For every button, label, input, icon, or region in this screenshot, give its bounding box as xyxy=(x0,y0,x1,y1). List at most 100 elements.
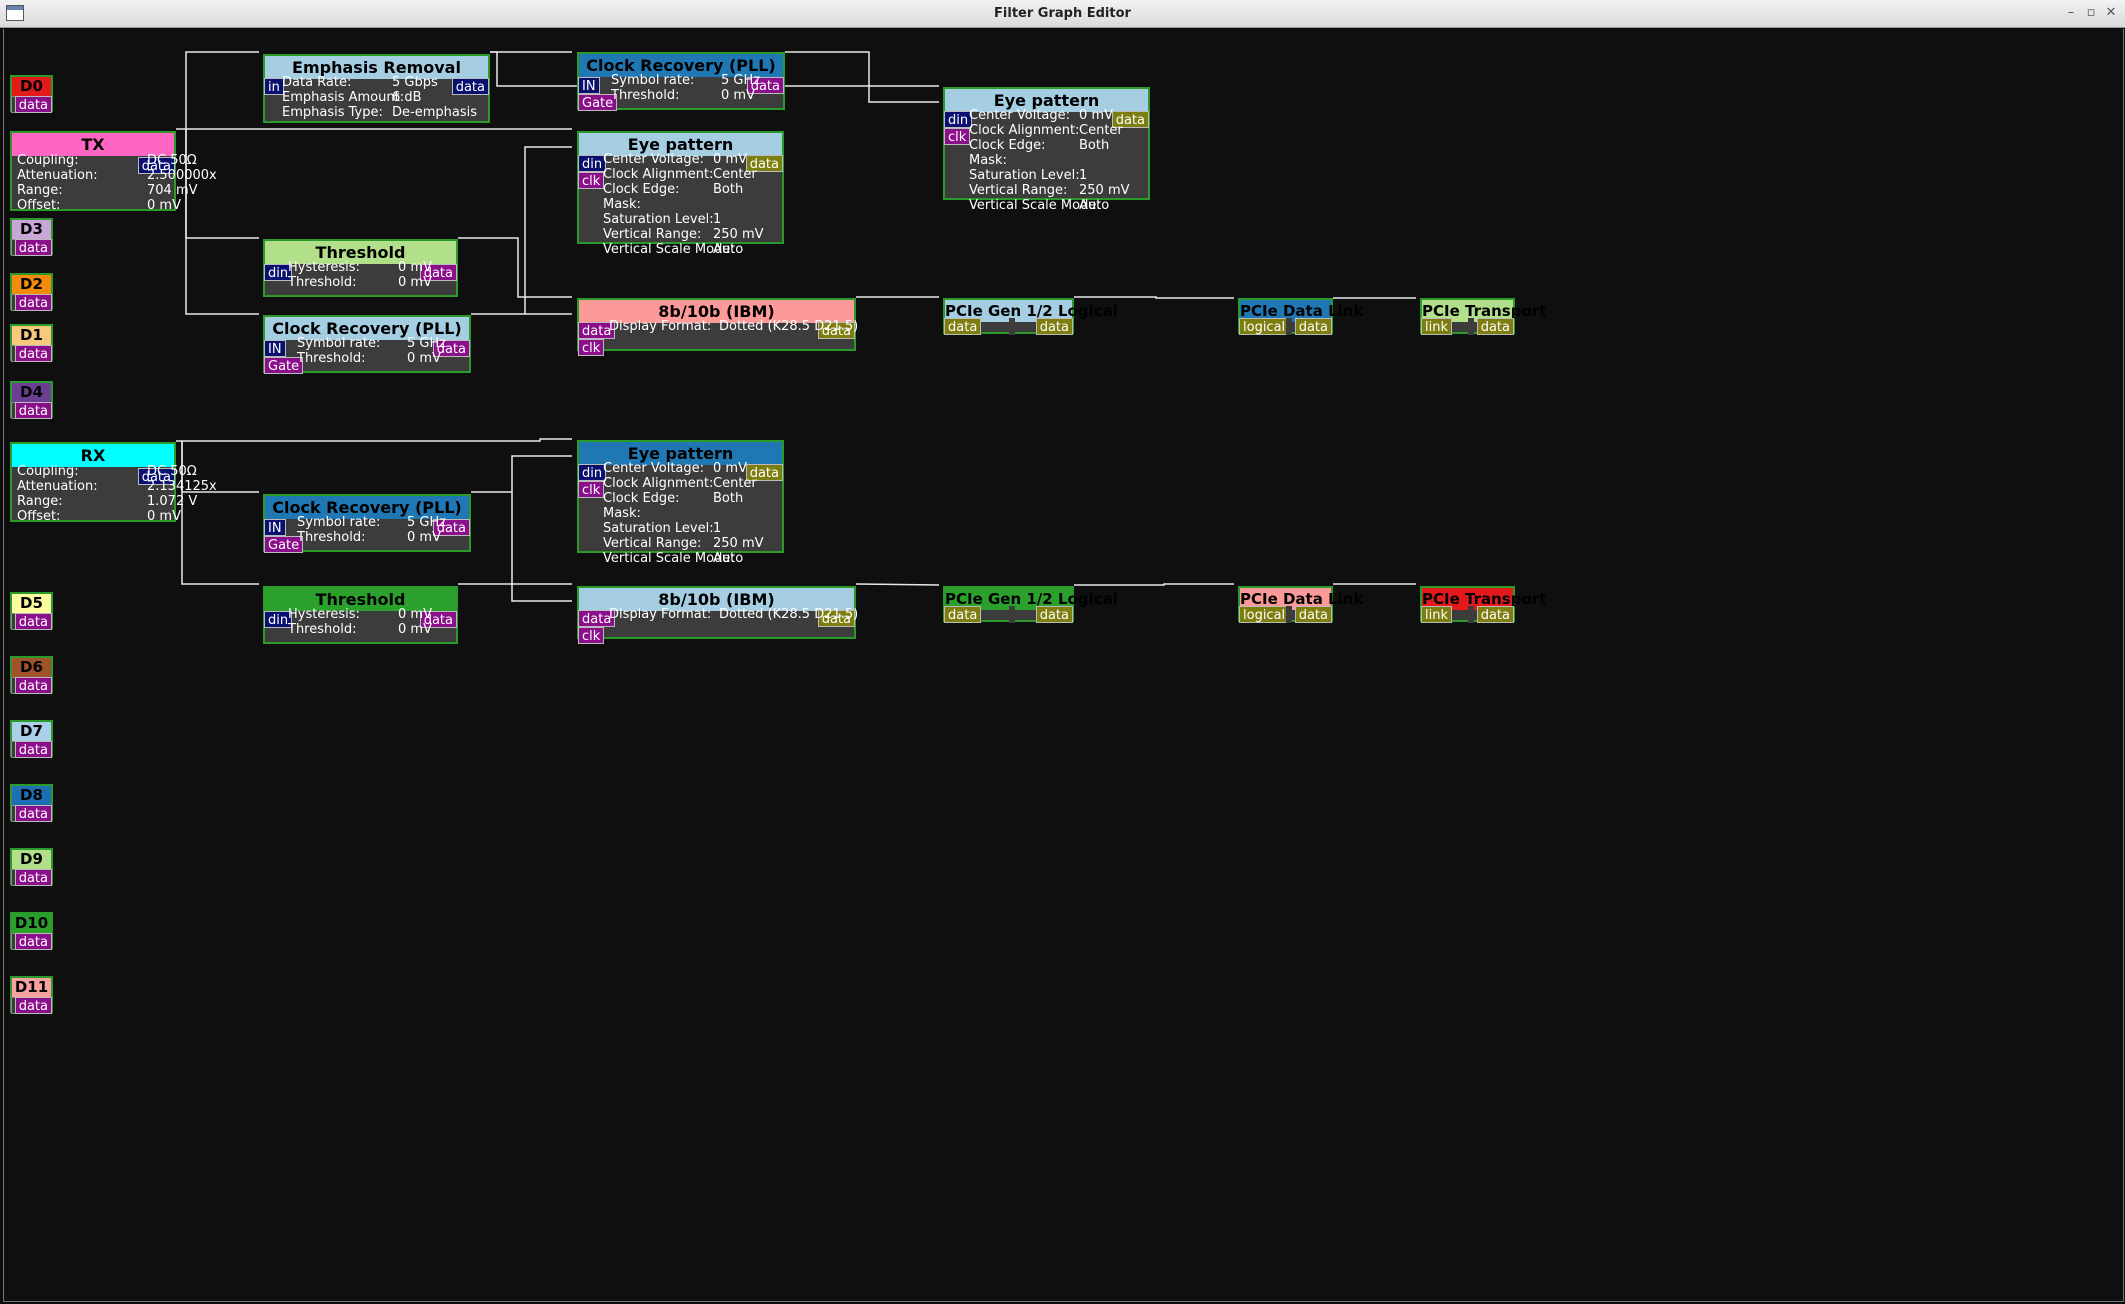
port-out-data[interactable]: data xyxy=(1294,606,1332,623)
node-title: 8b/10b (IBM) xyxy=(579,300,854,323)
port-in-in[interactable]: IN xyxy=(264,519,286,536)
port-in-clk[interactable]: clk xyxy=(578,627,605,644)
port-in-clk[interactable]: clk xyxy=(944,128,971,145)
port-in-in[interactable]: in xyxy=(264,78,284,95)
port-out-data[interactable]: data xyxy=(817,610,855,627)
port-in-din[interactable]: din xyxy=(578,464,607,481)
port-in-clk[interactable]: clk xyxy=(578,339,605,356)
maximize-icon[interactable]: ▫ xyxy=(2086,5,2096,20)
port-out-data[interactable]: data xyxy=(14,345,52,362)
port-in-data[interactable]: data xyxy=(578,610,616,627)
port-in-link[interactable]: link xyxy=(1421,318,1452,335)
port-out-data[interactable]: data xyxy=(14,869,52,886)
port-in-clk[interactable]: clk xyxy=(578,481,605,498)
port-in-link[interactable]: link xyxy=(1421,606,1452,623)
port-in-logical[interactable]: logical xyxy=(1239,606,1290,623)
port-out-data[interactable]: data xyxy=(1035,318,1073,335)
param-value: 0 mV xyxy=(713,152,747,167)
wire-layer xyxy=(176,51,1416,602)
port-out-data[interactable]: data xyxy=(419,264,457,281)
port-in-data[interactable]: data xyxy=(578,322,616,339)
port-out-data[interactable]: data xyxy=(746,77,784,94)
port-in-data[interactable]: data xyxy=(944,318,982,335)
port-in-logical[interactable]: logical xyxy=(1239,318,1290,335)
port-in-clk[interactable]: clk xyxy=(578,172,605,189)
minimize-icon[interactable]: – xyxy=(2067,5,2075,20)
port-out-data[interactable]: data xyxy=(14,805,52,822)
port-out-data[interactable]: data xyxy=(137,157,175,174)
port-in-gate[interactable]: Gate xyxy=(578,94,618,111)
port-out-data[interactable]: data xyxy=(14,933,52,950)
port-in-din[interactable]: din xyxy=(264,264,293,281)
param-row: Emphasis Type:De-emphasis xyxy=(282,105,477,120)
port-out-data[interactable]: data xyxy=(432,340,470,357)
port-out-data[interactable]: data xyxy=(14,741,52,758)
port-out-data[interactable]: data xyxy=(14,677,52,694)
port-out-data[interactable]: data xyxy=(1294,318,1332,335)
port-in-in[interactable]: IN xyxy=(264,340,286,357)
port-out-data[interactable]: data xyxy=(1476,606,1514,623)
port-out-data[interactable]: data xyxy=(745,155,783,172)
port-in-in[interactable]: IN xyxy=(578,77,600,94)
port-out-data[interactable]: data xyxy=(14,402,52,419)
port-out-data[interactable]: data xyxy=(1111,111,1149,128)
port-out-data[interactable]: data xyxy=(745,464,783,481)
port-out-data[interactable]: data xyxy=(14,613,52,630)
param-row: Center Voltage:0 mV xyxy=(603,461,764,476)
port-out-data[interactable]: data xyxy=(14,96,52,113)
param-row: Clock Alignment:Center xyxy=(969,123,1130,138)
port-out-data[interactable]: data xyxy=(137,468,175,485)
port-out-data[interactable]: data xyxy=(451,78,489,95)
port-in-data[interactable]: data xyxy=(944,606,982,623)
port-out-data[interactable]: data xyxy=(14,239,52,256)
port-out-data[interactable]: data xyxy=(817,322,855,339)
port-out-data[interactable]: data xyxy=(14,294,52,311)
port-in-gate[interactable]: Gate xyxy=(264,357,304,374)
param-row: Offset:0 mV xyxy=(17,509,217,524)
port-in-gate[interactable]: Gate xyxy=(264,536,304,553)
close-icon[interactable]: ✕ xyxy=(2105,5,2117,20)
port-out-data[interactable]: data xyxy=(14,997,52,1014)
port-out-data[interactable]: data xyxy=(419,611,457,628)
port-in-din[interactable]: din xyxy=(578,155,607,172)
port-in-din[interactable]: din xyxy=(264,611,293,628)
port-out-data[interactable]: data xyxy=(1035,606,1073,623)
port-out-data[interactable]: data xyxy=(432,519,470,536)
port-in-din[interactable]: din xyxy=(944,111,973,128)
port-out-data[interactable]: data xyxy=(1476,318,1514,335)
